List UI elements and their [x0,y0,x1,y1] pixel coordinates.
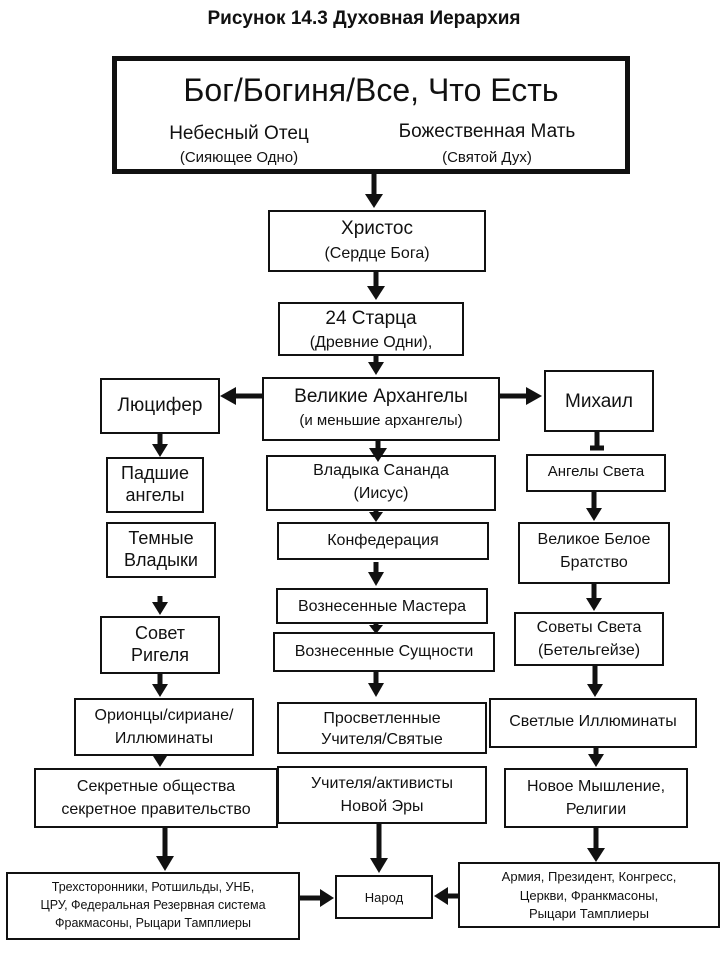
fallen-angels-label: Падшие [121,463,189,483]
holy-spirit-label: (Святой Дух) [442,149,532,166]
right-bottom-line-3: Рыцари Тамплиеры [528,906,649,922]
arrowhead-councils-illuminati [587,684,603,697]
ascended-beings-box: Вознесенные Сущности [273,632,495,672]
rigel-council-sub: Ригеля [131,644,189,665]
secret-societies-box: Секретные общества секретное правительст… [34,768,278,828]
arrowhead-darklords-rigel [152,602,168,615]
diagram-title: Рисунок 14.3 Духовная Иерархия [207,8,521,29]
arrowhead-elders-archangels [368,362,384,375]
arrowhead-sananda-confederation [369,512,383,522]
secret-societies-sub: секретное правительство [61,801,251,819]
archangels-box: Великие Архангелы (и меньшие архангелы) [262,377,500,441]
lucifer-label: Люцифер [117,395,203,416]
arrowhead-masters-beings [369,625,383,634]
angels-of-light-label: Ангелы Света [547,463,645,480]
michael-label: Михаил [565,391,633,412]
god-main-label: Бог/Богиня/Все, Что Есть [183,72,559,108]
dark-lords-label: Темные [128,528,194,548]
ascended-masters-box: Вознесенные Мастера [276,588,488,624]
arrowhead-christ-elders [367,286,385,300]
new-thinking-label: Новое Мышление, [526,778,666,795]
right-bottom-line-1: Армия, Президент, Конгресс, [501,869,677,884]
enlightened-label: Просветленные [323,710,441,727]
new-thinking-sub: Религии [565,801,627,819]
fallen-angels-sub: ангелы [125,484,185,505]
secret-societies-label: Секретные общества [76,778,236,795]
god-box: Бог/Богиня/Все, Что Есть Небесный Отец (… [112,56,630,174]
councils-of-light-label: Советы Света [536,619,642,636]
sananda-label: Владыка Сананда [313,462,449,479]
left-bottom-line-1: Трехсторонники, Ротшильды, УНБ, [51,880,255,894]
arrowhead-angels-brotherhood [586,508,602,521]
dark-lords-box: Темные Владыки [106,522,216,578]
arrowhead-beings-enlightened [368,683,384,697]
left-bottom-line-3: Фракмасоны, Рыцари Тамплиеры [55,916,251,930]
shining-one-label: (Сияющее Одно) [179,149,299,166]
angels-of-light-box: Ангелы Света [526,454,666,492]
light-illuminati-box: Светлые Иллюминаты [489,698,697,748]
new-era-sub: Новой Эры [340,798,424,816]
new-era-box: Учителя/активисты Новой Эры [277,766,487,824]
ascended-beings-label: Вознесенные Сущности [294,643,474,660]
orion-sub: Иллюминаты [114,730,214,748]
orion-label: Орионцы/сириане/ [94,707,234,724]
sananda-box: Владыка Сананда (Иисус) [266,455,496,511]
new-era-label: Учителя/активисты [310,775,453,792]
orion-box: Орионцы/сириане/ Иллюминаты [74,698,254,756]
enlightened-sub: Учителя/Святые [321,731,443,749]
christ-label: Христос [341,218,413,239]
arrowhead-secret-leftbottom [156,856,174,871]
archangels-sub: (и меньшие архангелы) [299,411,463,429]
arrowhead-orion-secret [153,756,167,767]
arrowhead-archangels-michael [526,387,542,405]
lucifer-box: Люцифер [100,378,220,434]
left-bottom-box: Трехсторонники, Ротшильды, УНБ, ЦРУ, Фед… [6,872,300,940]
enlightened-box: Просветленные Учителя/Святые [277,702,487,754]
confederation-label: Конфедерация [327,532,439,549]
dark-lords-sub: Владыки [124,549,198,570]
arrowhead-archangels-lucifer [220,387,236,405]
rigel-council-label: Совет [134,623,186,643]
fallen-angels-box: Падшие ангелы [106,457,204,513]
sananda-sub: (Иисус) [353,485,409,503]
new-thinking-box: Новое Мышление, Религии [504,768,688,828]
white-brotherhood-label: Великое Белое [537,531,651,548]
michael-box: Михаил [544,370,654,432]
rigel-council-box: Совет Ригеля [100,616,220,674]
left-bottom-line-2: ЦРУ, Федеральная Резервная система [40,898,266,912]
white-brotherhood-sub: Братство [560,554,628,572]
arrowhead-newera-people [370,858,388,873]
light-illuminati-label: Светлые Иллюминаты [509,713,677,730]
elders-sub: (Древние Одни), [309,333,433,351]
right-bottom-box: Армия, Президент, Конгресс, Церкви, Фран… [458,862,720,928]
christ-box: Христос (Сердце Бога) [268,210,486,272]
people-label: Народ [364,890,404,905]
arrowhead-god-christ [365,194,383,208]
arrowhead-rightbottom-people [434,887,448,905]
arrowhead-leftbottom-people [320,889,334,907]
elders-box: 24 Старца (Древние Одни), [278,302,464,356]
councils-of-light-box: Советы Света (Бетельгейзе) [514,612,664,666]
confederation-box: Конфедерация [277,522,489,560]
elders-label: 24 Старца [325,308,417,329]
arrowhead-archangels-sananda [369,448,387,462]
people-box: Народ [335,875,433,919]
arrowhead-illuminati-newthinking [588,754,604,767]
arrowhead-rigel-orion [152,684,168,697]
arrowhead-lucifer-fallen [152,444,168,457]
arrowhead-confederation-masters [368,572,384,586]
divine-mother-label: Божественная Мать [398,121,576,142]
heavenly-father-label: Небесный Отец [169,123,309,144]
white-brotherhood-box: Великое Белое Братство [518,522,670,584]
right-bottom-line-2: Церкви, Франкмасоны, [519,887,659,903]
ascended-masters-label: Вознесенные Мастера [297,598,467,615]
arrowhead-brotherhood-councils [586,598,602,611]
arrowhead-newthinking-rightbottom [587,848,605,862]
councils-of-light-sub: (Бетельгейзе) [537,642,641,660]
christ-sub: (Сердце Бога) [324,244,430,262]
archangels-label: Великие Архангелы [294,386,468,407]
